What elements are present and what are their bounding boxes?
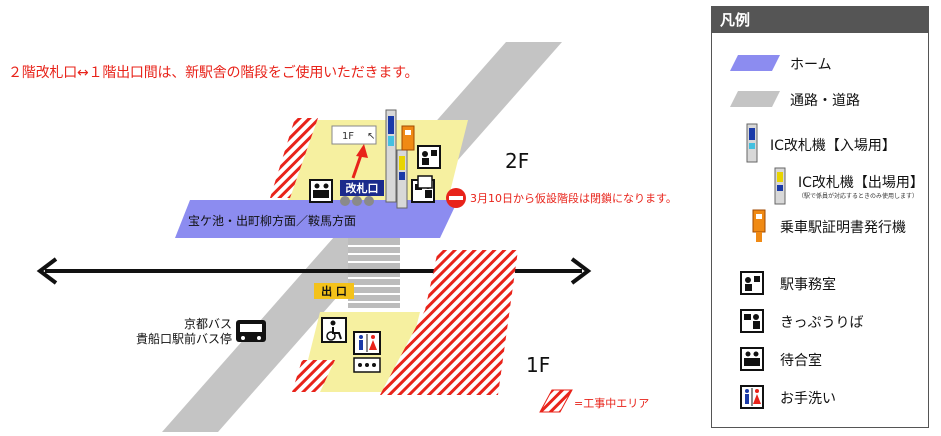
platform-label: 宝ケ池・出町柳方面／鞍馬方面 — [188, 213, 356, 228]
legend-title: 凡例 — [712, 7, 928, 33]
ic-gate-entry-icon — [746, 123, 758, 163]
closure-notice: 3月10日から仮設階段は閉鎖になります。 — [470, 191, 677, 205]
legend-item-road: 通路・道路 — [712, 85, 928, 115]
restroom-icon — [740, 385, 764, 409]
down-arrow-icon: ↖ — [367, 131, 375, 142]
route-notice: ２階改札口↔１階出口間は、新駅舎の階段をご使用いただきます。 — [8, 65, 419, 81]
legend-item-restroom: お手洗い — [712, 383, 928, 413]
legend-item-ic-entry: IC改札機【入場用】 — [712, 123, 928, 167]
certificate-machine-icon — [401, 125, 415, 151]
route-arrow — [351, 144, 368, 179]
construction-legend: =工事中エリア — [574, 397, 649, 410]
bus-company: 京都バス — [184, 317, 232, 331]
station-office-icon — [417, 145, 441, 169]
no-entry-icon — [446, 188, 466, 208]
construction-area-1f-small — [292, 360, 335, 392]
station-map: 宝ケ池・出町柳方面／鞍馬方面 1F ↖ 改札口 — [36, 42, 677, 432]
ticket-gate-label: 改札口 — [346, 181, 379, 195]
floor-label-1f: 1F — [526, 353, 550, 377]
bus-icon — [236, 320, 266, 342]
station-office-icon — [740, 271, 764, 295]
legend-item-ticket-office: きっぷうりば — [712, 307, 928, 337]
construction-swatch — [539, 389, 573, 413]
ic-gate-exit-icon — [774, 167, 786, 205]
stair-sign-board — [331, 125, 377, 145]
construction-area-2f — [270, 118, 318, 198]
ticket-gate-label-box — [340, 180, 384, 196]
small-facility-icon — [417, 175, 433, 189]
ticket-office-icon — [740, 309, 764, 333]
construction-area-1f-large — [380, 250, 518, 395]
ic-gate-entry-icon — [385, 109, 397, 203]
ic-gate-exit-icon — [396, 149, 408, 209]
bus-stop-name: 貴船口駅前バス停 — [136, 331, 232, 346]
waiting-room-icon — [309, 179, 333, 203]
legend-item-station-office: 駅事務室 — [712, 269, 928, 299]
platform — [175, 200, 458, 238]
stair-sign: 1F — [342, 131, 354, 142]
platform-swatch — [730, 55, 780, 71]
floor-label-2f: 2F — [505, 149, 529, 173]
restroom-icon — [353, 331, 381, 355]
legend-item-certificate: 乗車駅証明書発行機 — [712, 207, 928, 247]
legend-item-waiting-room: 待合室 — [712, 345, 928, 375]
certificate-machine-icon — [752, 209, 766, 242]
legend-item-platform: ホーム — [712, 49, 928, 79]
waiting-room-icon — [740, 347, 764, 371]
accessible-icon — [321, 317, 347, 343]
multipurpose-toilet-icon — [353, 357, 381, 373]
exit-label: 出 口 — [321, 284, 347, 298]
legend-item-ic-exit: IC改札機【出場用】 （駅で係員が対応するときのみ使用します） — [712, 167, 928, 207]
legend-panel: 凡例 ホーム 通路・道路 IC改札機【入場用】 IC改札機【出場用】 （駅で係員… — [711, 6, 929, 428]
exit-label-box — [314, 283, 354, 299]
road-swatch — [730, 91, 780, 107]
gate-rollers — [340, 196, 374, 206]
